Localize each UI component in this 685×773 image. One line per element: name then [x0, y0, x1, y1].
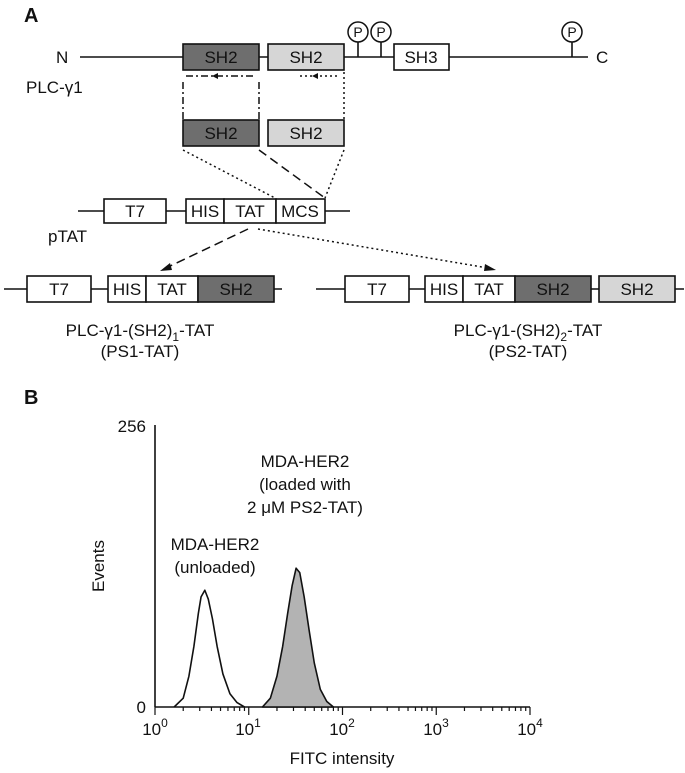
- annotation-loaded-line3: 2 μM PS2-TAT): [247, 498, 363, 517]
- construct2-name: PLC-γ1-(SH2)2-TAT: [454, 321, 603, 344]
- phospho-site-1: P: [347, 21, 369, 57]
- vector-mcs: [275, 198, 326, 224]
- fragment-sh2-label-2: SH2: [289, 124, 322, 143]
- arrow-to-construct-2: [257, 228, 489, 269]
- phospho-site-2: P: [370, 21, 392, 57]
- arrowhead-construct-1: [160, 263, 172, 271]
- construct1-name-prefix: PLC-γ1-(SH2): [66, 321, 173, 340]
- construct1-tat: [145, 275, 199, 303]
- x-tick-labels: 100 101 102 103 104: [142, 716, 543, 739]
- x-minor-ticks: [154, 707, 531, 715]
- construct1-sh2-label: SH2: [219, 280, 252, 299]
- construct1-short-name: (PS1-TAT): [101, 342, 180, 361]
- vector-t7-label: T7: [125, 202, 145, 221]
- construct1-sh2: [197, 275, 275, 303]
- protein-sh3-domain: [393, 43, 450, 71]
- phospho-label-1: P: [353, 24, 362, 40]
- x-axis-label: FITC intensity: [290, 749, 395, 768]
- c-terminus-label: C: [596, 48, 608, 67]
- construct1-name-suffix: -TAT: [179, 321, 214, 340]
- construct2-name-sub: 2: [560, 330, 567, 344]
- construct2-name-prefix: PLC-γ1-(SH2): [454, 321, 561, 340]
- x-tick-label-1: 101: [235, 716, 261, 739]
- construct2-name-suffix: -TAT: [567, 321, 602, 340]
- vector-t7: [103, 198, 167, 224]
- construct2-sh2-2: [598, 275, 676, 303]
- vector-his: [185, 198, 225, 224]
- panel-b-letter: B: [24, 387, 38, 409]
- fragment-sh2-domain-2: [267, 119, 345, 147]
- guide-frag-right: [324, 149, 345, 199]
- y-axis-label: Events: [89, 540, 108, 592]
- histogram-plot: [154, 425, 531, 715]
- construct1-name: PLC-γ1-(SH2)1-TAT: [66, 321, 215, 344]
- annotation-loaded-line1: MDA-HER2: [261, 452, 350, 471]
- construct1-his-label: HIS: [113, 280, 141, 299]
- construct1-t7-label: T7: [49, 280, 69, 299]
- vector-tat: [223, 198, 277, 224]
- x-tick-label-4: 104: [517, 716, 543, 739]
- histogram-series: [173, 567, 335, 708]
- protein-sh3-label: SH3: [404, 48, 437, 67]
- construct2-sh2-1: [514, 275, 592, 303]
- cut-arrowhead-2: [312, 73, 318, 79]
- construct2-short-name: (PS2-TAT): [489, 342, 568, 361]
- x-tick-label-3: 103: [423, 716, 449, 739]
- cut-arrowhead-1: [212, 73, 218, 79]
- guide-frag-left: [182, 149, 276, 199]
- vector-name: pTAT: [48, 227, 87, 246]
- phospho-label-3: P: [567, 24, 576, 40]
- y-tick-label-0: 0: [137, 698, 146, 717]
- panel-a-letter: A: [24, 5, 38, 27]
- construct2-t7-label: T7: [367, 280, 387, 299]
- construct1-name-sub: 1: [172, 330, 179, 344]
- annotation-unloaded-line1: MDA-HER2: [171, 535, 260, 554]
- construct2-sh2-label-1: SH2: [536, 280, 569, 299]
- n-terminus-label: N: [56, 48, 68, 67]
- fragment-sh2-domain-1: [182, 119, 260, 147]
- fragment-sh2-label-1: SH2: [204, 124, 237, 143]
- histogram-series-1: [173, 589, 245, 708]
- phospho-label-2: P: [376, 24, 385, 40]
- vector-his-label: HIS: [191, 202, 219, 221]
- guide-frag-mid: [258, 149, 326, 199]
- construct1-t7: [26, 275, 92, 303]
- protein-sh2-label-2: SH2: [289, 48, 322, 67]
- histogram-series-2: [261, 567, 335, 708]
- protein-sh2-domain-2: [267, 43, 345, 71]
- construct2-sh2-label-2: SH2: [620, 280, 653, 299]
- vector-tat-label: TAT: [235, 202, 265, 221]
- annotation-unloaded-line2: (unloaded): [174, 558, 255, 577]
- annotation-loaded-line2: (loaded with: [259, 475, 351, 494]
- phospho-site-3: P: [561, 21, 583, 57]
- x-tick-label-0: 100: [142, 716, 168, 739]
- x-tick-label-2: 102: [329, 716, 355, 739]
- construct2-t7: [344, 275, 410, 303]
- construct2-his-label: HIS: [430, 280, 458, 299]
- vector-mcs-label: MCS: [281, 202, 319, 221]
- arrowhead-construct-2: [484, 264, 496, 271]
- construct1-tat-label: TAT: [157, 280, 187, 299]
- construct2-tat: [462, 275, 516, 303]
- protein-sh2-label-1: SH2: [204, 48, 237, 67]
- protein-name: PLC-γ1: [26, 78, 83, 97]
- protein-sh2-domain-1: [182, 43, 260, 71]
- arrow-to-construct-1: [165, 228, 249, 269]
- y-tick-label-256: 256: [118, 417, 146, 436]
- construct2-tat-label: TAT: [474, 280, 504, 299]
